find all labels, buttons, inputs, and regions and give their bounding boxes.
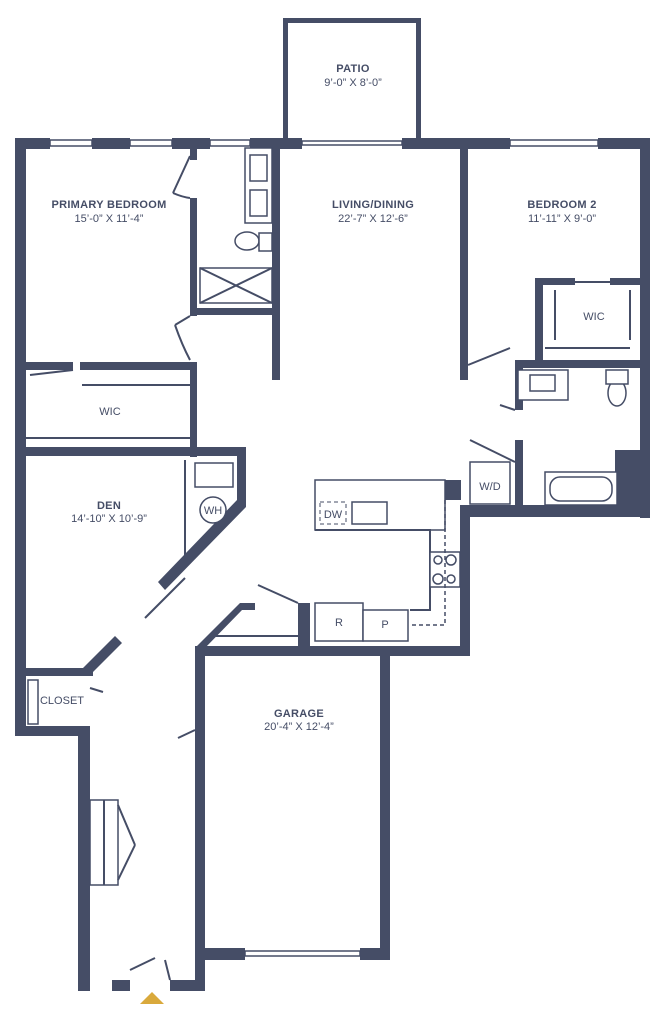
fixtures xyxy=(26,147,631,886)
wic-primary-label: WIC xyxy=(99,406,120,418)
den-dims: 14’-10” X 10’-9” xyxy=(71,513,147,525)
washer-dryer-label: W/D xyxy=(479,481,500,493)
entry-marker xyxy=(140,992,164,1004)
pantry-label: P xyxy=(381,619,388,631)
garage-name: GARAGE xyxy=(274,708,324,720)
closet-label: CLOSET xyxy=(40,695,84,707)
doors xyxy=(29,155,610,981)
patio-name: PATIO xyxy=(336,63,370,75)
water-heater-label: WH xyxy=(204,505,222,517)
bedroom-2-name: BEDROOM 2 xyxy=(527,199,596,211)
den-name: DEN xyxy=(97,500,121,512)
patio-outline xyxy=(283,18,421,143)
garage-dims: 20’-4” X 12’-4” xyxy=(264,721,334,733)
living-dining-dims: 22’-7” X 12’-6” xyxy=(338,213,408,225)
patio-dims: 9’-0” X 8’-0” xyxy=(324,77,382,89)
refrigerator-label: R xyxy=(335,617,343,629)
primary-bedroom-dims: 15’-0” X 11’-4” xyxy=(75,213,144,225)
living-dining-name: LIVING/DINING xyxy=(332,199,414,211)
primary-bedroom-name: PRIMARY BEDROOM xyxy=(51,199,166,211)
dishwasher-label: DW xyxy=(324,509,343,521)
exterior-walls xyxy=(15,138,650,991)
wic-bedroom2-label: WIC xyxy=(583,311,604,323)
bedroom-2-dims: 11’-11” X 9’-0” xyxy=(528,213,596,225)
windows xyxy=(49,139,599,957)
